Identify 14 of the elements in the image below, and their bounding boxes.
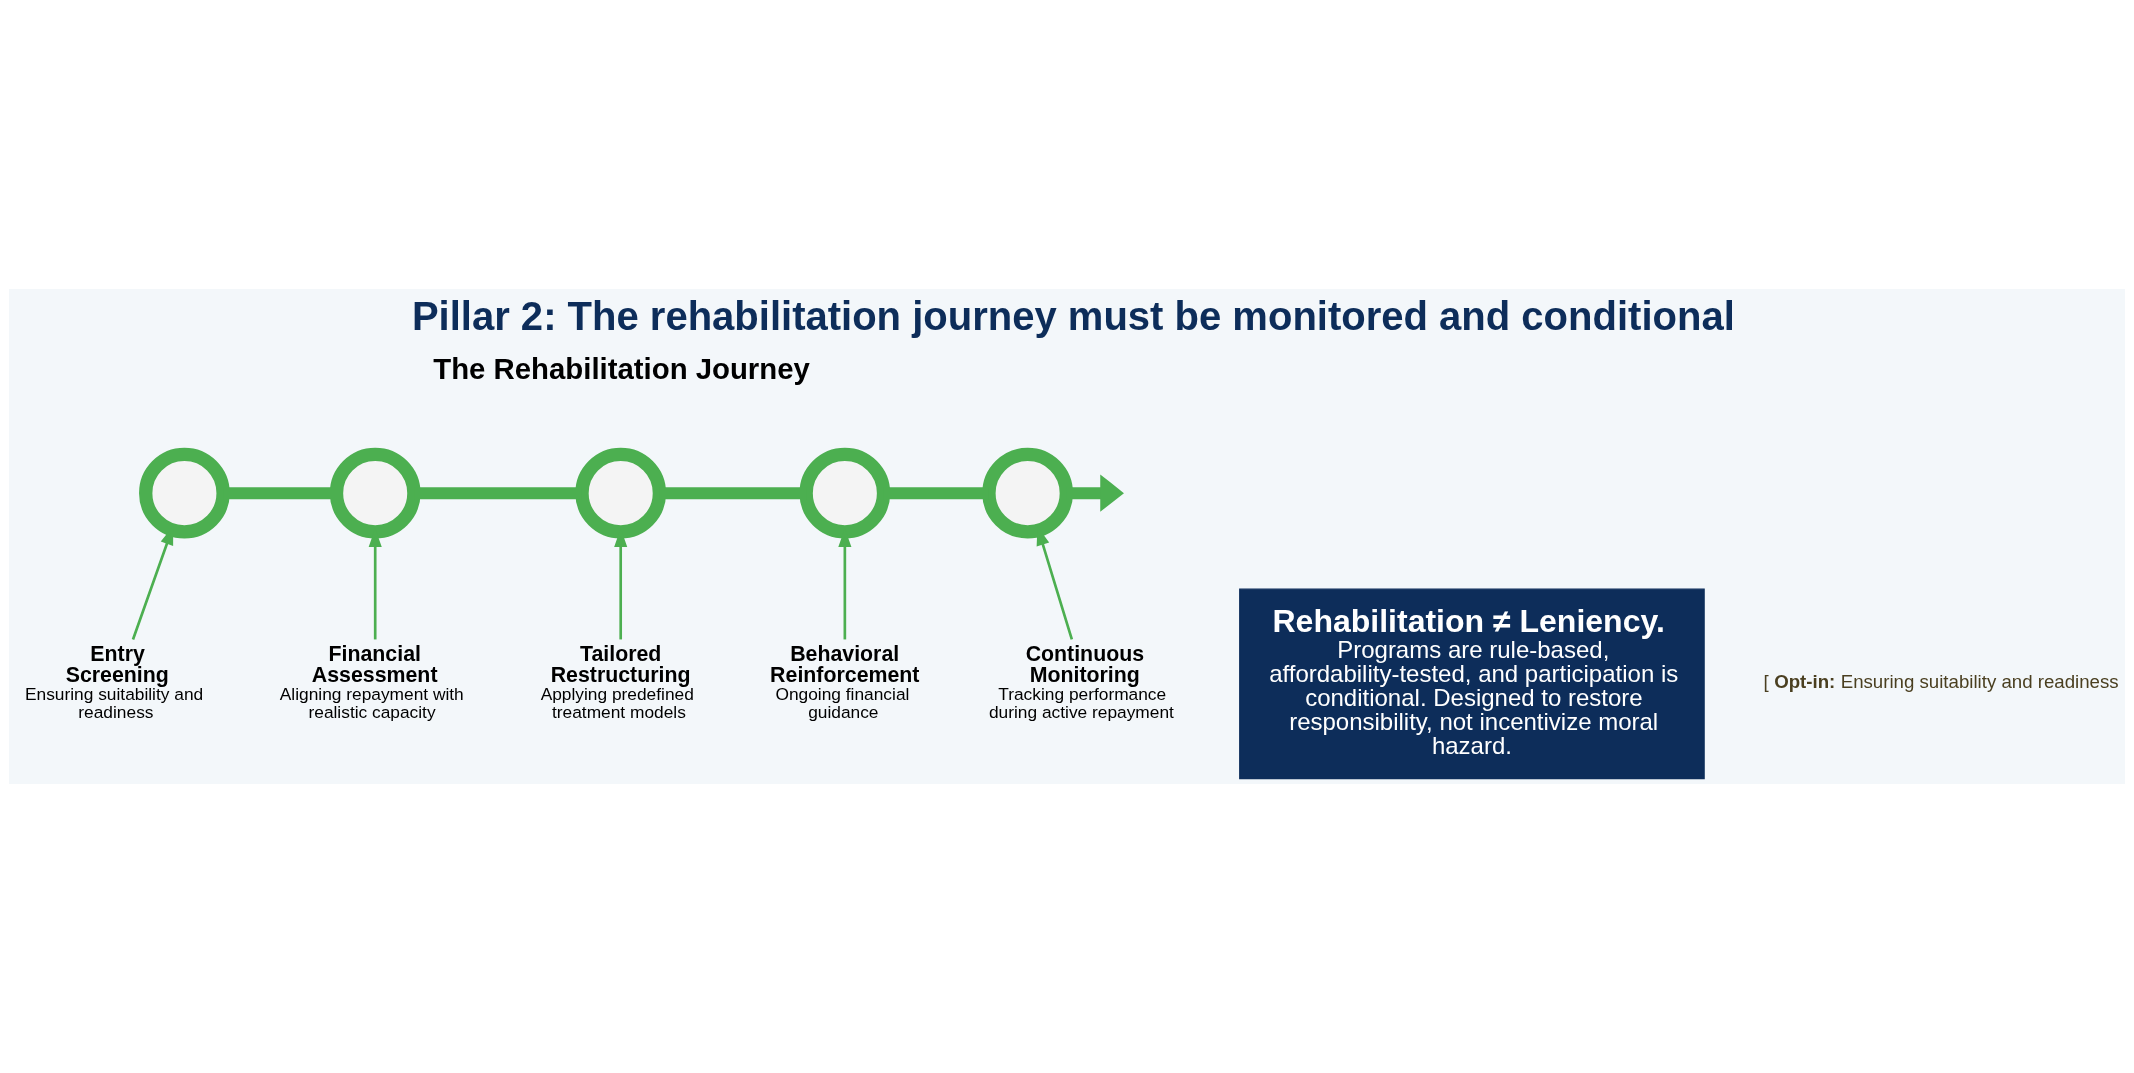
node-circle (799, 447, 891, 539)
node-text: Tailored Restructuring Applying predefined treatment models (540, 641, 694, 722)
node-text: Financial Assessment Aligning repayment with realistic capacity (279, 641, 464, 722)
node-text: Continuous Monitoring Tracking performance during active repayment (988, 641, 1174, 722)
label: [ Opt-in: Ensuring suitability and readiness (1763, 670, 2119, 692)
node-circle (139, 447, 230, 539)
label: The Rehabilitation Journey (433, 352, 810, 386)
node-text: Entry Screening Ensuring suitability and readiness (24, 641, 204, 722)
node-circle (982, 447, 1073, 539)
node-circle (575, 447, 667, 539)
node-text: Behavioral Reinforcement Ongoing financial guidance (770, 641, 920, 722)
node-box: Rehabilitation ≠ Leniency. Programs are rule-based, affordability-tested, and participation is conditional. Designed to restore responsibility, not incentivize moral hazard. (1239, 588, 1705, 780)
node-circle (329, 447, 421, 539)
diagram-title: Pillar 2: The rehabilitation journey must be monitored and conditional (411, 294, 1735, 339)
